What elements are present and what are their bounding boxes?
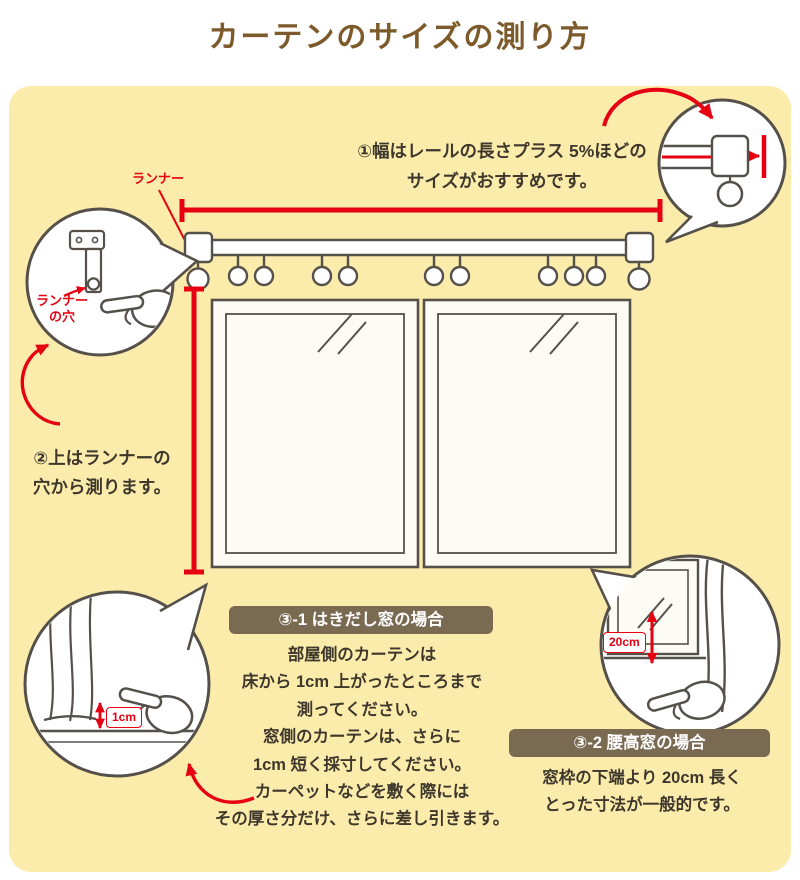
one-cm-label: 1cm [106,707,143,728]
floor-clearance-zoom [23,582,211,778]
step1-line1: ①幅はレールの長さプラス 5%ほどの [357,141,647,161]
koshidaka-line: とった寸法が一般的です。 [544,796,740,814]
windows [210,298,632,569]
width-measure-line [179,199,663,222]
hakidashi-line: 部屋側のカーテンは [287,646,437,664]
step2-line1: ②上はランナーの [33,448,171,468]
section-hakidashi-header: ③-1 はきだし窓の場合 [229,606,493,634]
zoom-bubble-tail [589,568,641,616]
left-curl-arrow [20,343,61,426]
twenty-cm-label: 20cm [603,632,646,653]
zoom-bubble-tail [159,241,200,293]
runner-label: ランナー [132,171,185,186]
step2-line2: 穴から測ります。 [32,477,172,497]
hakidashi-line: 測ってください。 [296,700,428,719]
window-pane-left [210,298,420,569]
step1-line2: サイズがおすすめです。 [406,171,598,191]
runner-hole [86,277,101,291]
hakidashi-line: 1cm 短く採寸してください。 [252,755,472,774]
koshidaka-line: 窓枠の下端より 20cm 長く [542,769,742,787]
section-koshidaka-header: ③-2 腰高窓の場合 [509,729,770,757]
zoom-bubble-tail [665,215,719,244]
window-pane-right [422,298,632,569]
waist-window-zoom [589,554,781,736]
page-title: カーテンのサイズの測り方 [208,21,592,54]
swoosh-arrow [602,87,714,127]
step1-note: ①幅はレールの長さプラス 5%ほどの サイズがおすすめです。 [320,136,684,196]
section-koshidaka-body: 窓枠の下端より 20cm 長く とった寸法が一般的です。 [497,765,787,819]
runner-hole-label: ランナー の穴 [32,293,92,325]
rail-end-zoom [657,98,787,244]
bottomleft-curl-arrow [185,762,255,804]
hakidashi-line: カーペットなどを敷く際には [254,783,470,802]
hakidashi-line: 窓側のカーテンは、さらに [263,728,461,747]
curtain-rail [183,231,655,264]
zoom-bubble-tail [159,582,209,651]
runner-hole-arrow [63,286,86,298]
runner-hole-line2: の穴 [48,309,75,324]
height-measure-line [184,286,204,575]
step2-note: ②上はランナーの 穴から測ります。 [12,444,192,502]
hakidashi-line: その厚さ分だけ、さらに差し引きます。 [214,810,510,829]
runner-hole-zoom [25,207,200,357]
runner-hole-line1: ランナー [35,293,88,308]
curtain-runners [186,255,651,291]
hakidashi-line: 床から 1cm 上がったところまで [241,673,483,692]
section-hakidashi-body: 部屋側のカーテンは 床から 1cm 上がったところまで 測ってください。 窓側の… [202,642,522,834]
